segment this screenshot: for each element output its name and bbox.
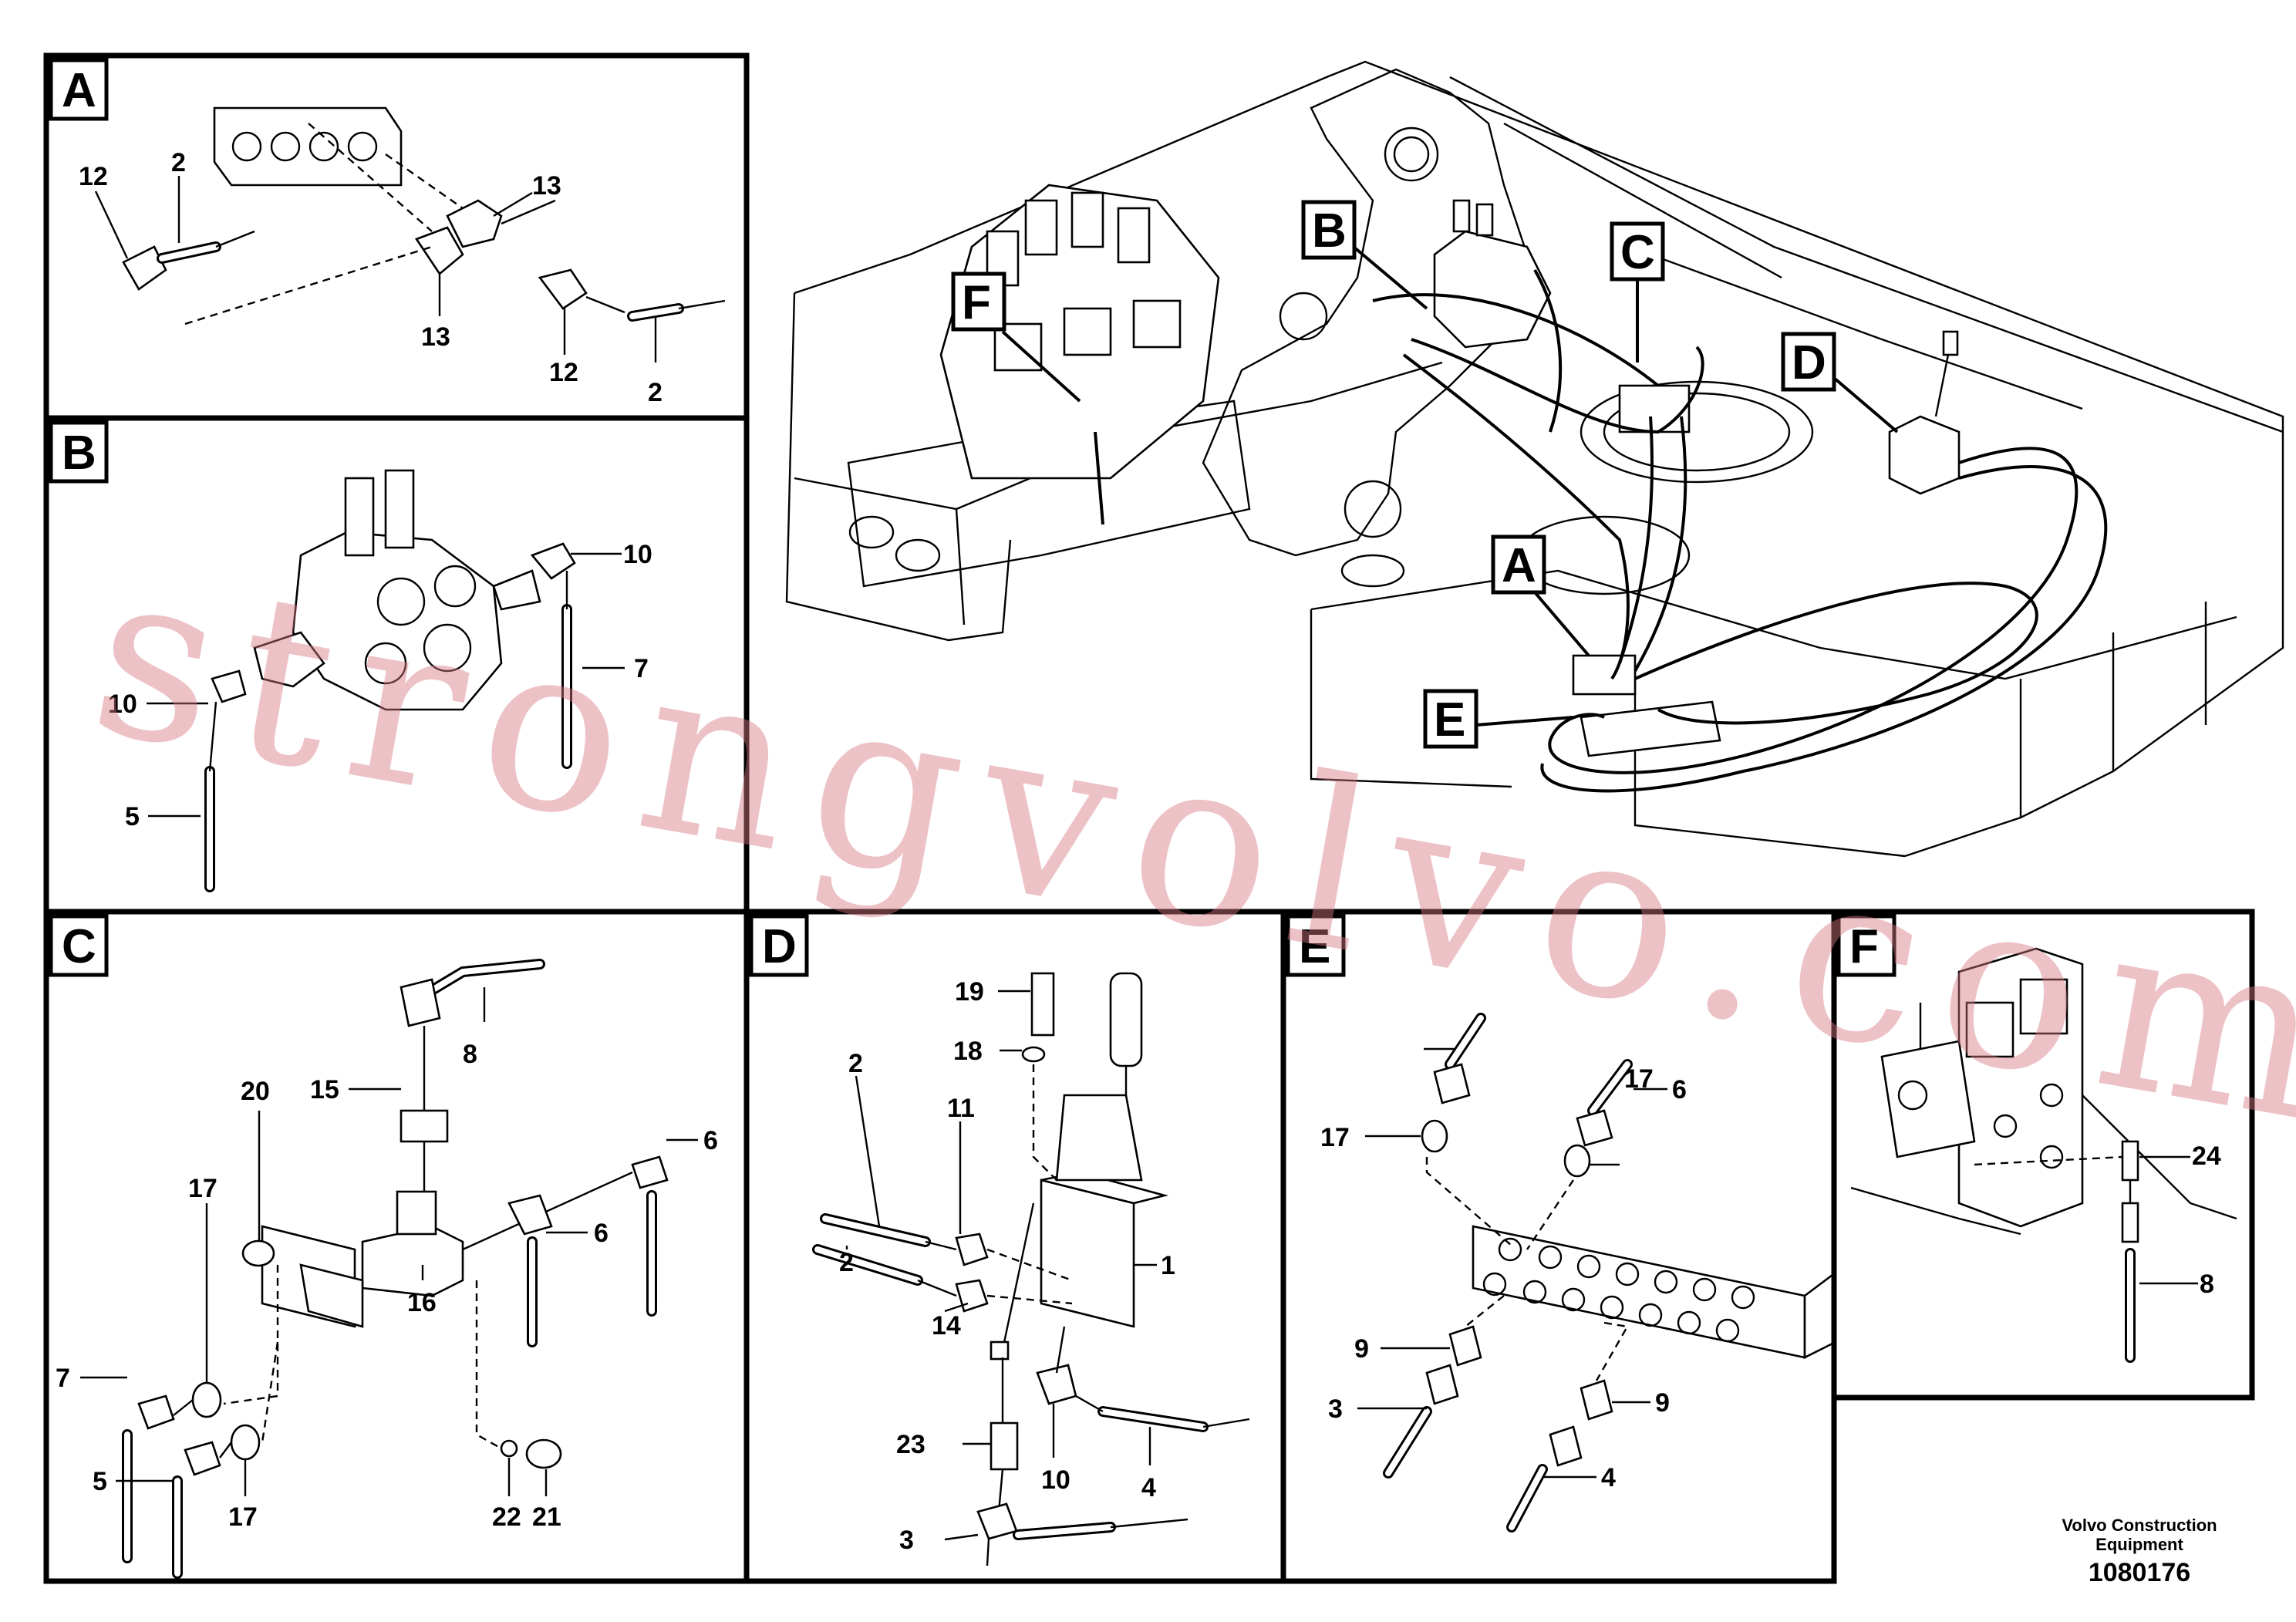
F-callout-8: 8 [2200,1270,2214,1299]
C-callout-16: 16 [407,1288,437,1317]
A-callout-12b: 12 [549,358,578,387]
D-callout-18: 18 [953,1037,983,1066]
F-callout-24: 24 [2192,1141,2221,1171]
C-callout-17b: 17 [228,1502,258,1532]
panel-C: C [43,909,750,1584]
drawing-number: 1080176 [2089,1558,2190,1587]
panel-B-tag [49,420,109,484]
A-callout-13a: 13 [532,171,561,201]
B-callout-10b: 10 [108,690,137,719]
E-callout-17a: 17 [1320,1123,1350,1152]
C-callout-15: 15 [310,1075,339,1104]
C-callout-6b: 6 [594,1219,609,1248]
C-callout-20: 20 [241,1077,270,1106]
overview-tag-D[interactable]: D [1781,332,1899,433]
svg-text:B: B [1312,204,1347,258]
C-callout-6a: 6 [703,1126,718,1155]
C-callout-5: 5 [93,1467,107,1496]
svg-text:A: A [1502,539,1536,592]
B-callout-7: 7 [634,654,649,683]
E-callout-4: 4 [1601,1463,1616,1492]
svg-text:A: A [62,64,96,117]
svg-text:B: B [62,427,96,480]
svg-text:D: D [762,920,797,973]
svg-text:C: C [1620,226,1655,279]
panel-F-tag [1836,914,1896,977]
A-callout-12a: 12 [79,162,108,191]
overview-machine-frame [785,60,2284,858]
C-callout-8: 8 [463,1040,477,1069]
A-callout-13b: 13 [421,322,450,352]
D-callout-1: 1 [1161,1251,1175,1280]
D-callout-2a: 2 [848,1049,863,1078]
D-callout-19: 19 [955,977,984,1007]
watermark-text: strongvolvo.com [76,517,2296,1178]
C-callout-22: 22 [492,1502,521,1532]
overview-tag-A[interactable]: A [1491,534,1590,657]
D-callout-4: 4 [1141,1473,1156,1502]
panel-A-tag [49,58,109,121]
E-callout-9a: 9 [1354,1334,1369,1364]
A-callout-2b: 2 [648,378,663,407]
panel-F: F [1831,909,2255,1401]
svg-text:D: D [1792,336,1826,389]
E-callout-17b: 17 [1624,1064,1654,1094]
D-callout-3: 3 [899,1526,914,1555]
svg-text:F: F [962,276,991,329]
D-callout-2b: 2 [839,1248,854,1277]
overview-tag-B[interactable]: B [1301,200,1428,310]
E-callout-9b: 9 [1655,1388,1670,1418]
panel-E: E [1280,909,1837,1584]
D-callout-14: 14 [932,1311,961,1340]
panel-E-tag [1286,914,1346,977]
C-callout-17a: 17 [188,1174,217,1203]
svg-text:E: E [1299,920,1330,973]
svg-text:F: F [1849,920,1879,973]
E-callout-3: 3 [1328,1394,1343,1424]
C-callout-21: 21 [532,1502,561,1532]
D-callout-10: 10 [1041,1465,1070,1495]
brand-line-1: Volvo Construction [2062,1516,2217,1535]
svg-text:C: C [62,920,96,973]
panel-D: D [743,909,1286,1584]
overview-tag-F[interactable]: F [951,271,1081,403]
D-callout-23: 23 [896,1430,925,1459]
panel-D-tag [749,914,809,977]
svg-text:E: E [1434,693,1465,747]
C-callout-7: 7 [56,1364,70,1393]
B-callout-10a: 10 [623,540,652,569]
B-callout-5: 5 [125,802,140,831]
D-callout-11: 11 [947,1094,975,1123]
E-callout-6: 6 [1672,1075,1687,1104]
A-callout-2a: 2 [171,148,186,177]
brand-line-2: Equipment [2095,1535,2183,1554]
panel-B: B [43,415,750,915]
overview-tag-C[interactable]: C [1610,221,1665,363]
overview-tag-E[interactable]: E [1423,689,1574,749]
panel-A: A [43,52,750,421]
panel-C-tag [49,914,109,977]
